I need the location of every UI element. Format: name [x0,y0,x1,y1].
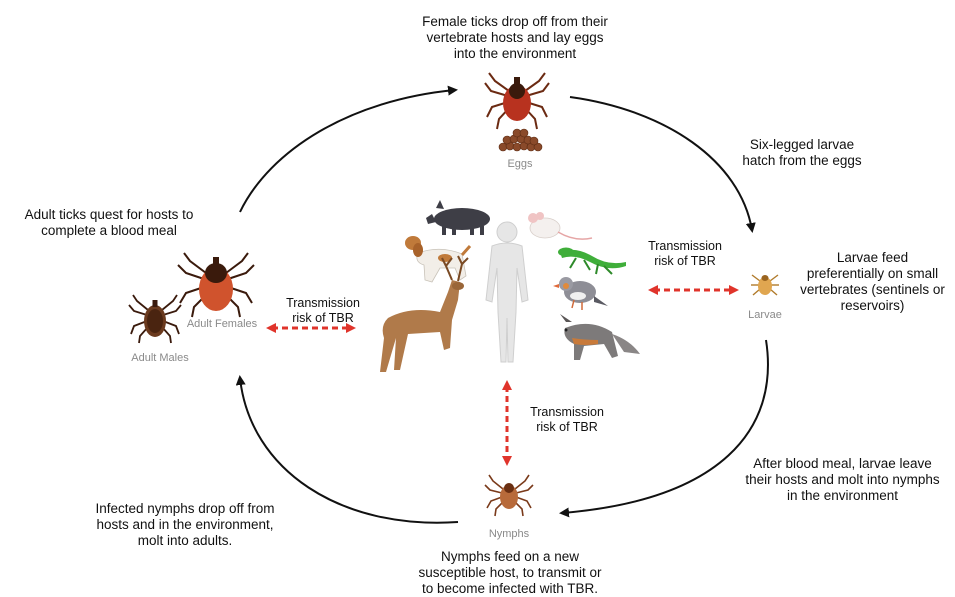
caption-right-mid-line2: preferentially on small [790,266,955,282]
stage-label-nymphs: Nymphs [480,528,538,540]
caption-top-line1: Female ticks drop off from their [390,14,640,30]
caption-right-bottom-line2: their hosts and molt into nymphs [735,472,950,488]
transmission-label-bottom: Transmission risk of TBR [512,405,622,435]
caption-right-bottom: After blood meal, larvae leave their hos… [735,456,950,504]
bird-icon [553,277,608,310]
transmission-left-line1: Transmission [268,296,378,311]
caption-bottom-line3: to become infected with TBR. [395,581,625,597]
pig-icon [426,200,490,235]
caption-bottom: Nymphs feed on a new susceptible host, t… [395,549,625,597]
lizard-icon [558,248,626,275]
fox-icon [560,314,640,360]
caption-left-top-line1: Adult ticks quest for hosts to [4,207,214,223]
human-icon [486,222,528,362]
adult-female-tick-icon [178,253,254,317]
nymph-tick-icon [485,475,533,516]
transmission-left-line2: risk of TBR [268,311,378,326]
transmission-label-right: Transmission risk of TBR [630,239,740,269]
caption-left-bottom-line1: Infected nymphs drop off from [80,501,290,517]
caption-left-bottom-line2: hosts and in the environment, [80,517,290,533]
caption-left-bottom-line3: molt into adults. [80,533,290,549]
caption-right-top: Six-legged larvae hatch from the eggs [722,137,882,169]
adult-male-tick-icon [129,295,181,343]
caption-left-bottom: Infected nymphs drop off from hosts and … [80,501,290,549]
transmission-right-line2: risk of TBR [630,254,740,269]
eggs-icon [499,129,542,151]
stage-label-adult-males: Adult Males [120,352,200,364]
caption-right-bottom-line1: After blood meal, larvae leave [735,456,950,472]
caption-bottom-line2: susceptible host, to transmit or [395,565,625,581]
caption-top-line3: into the environment [390,46,640,62]
caption-right-mid-line4: reservoirs) [790,298,955,314]
mouse-icon [528,212,592,239]
caption-right-bottom-line3: in the environment [735,488,950,504]
caption-bottom-line1: Nymphs feed on a new [395,549,625,565]
stage-label-adult-females: Adult Females [178,318,266,330]
caption-top-line2: vertebrate hosts and lay eggs [390,30,640,46]
caption-right-top-line1: Six-legged larvae [722,137,882,153]
caption-right-mid-line1: Larvae feed [790,250,955,266]
transmission-label-left: Transmission risk of TBR [268,296,378,326]
caption-right-top-line2: hatch from the eggs [722,153,882,169]
caption-left-top-line2: complete a blood meal [4,223,214,239]
female-tick-icon [485,73,549,129]
transmission-right-line1: Transmission [630,239,740,254]
caption-top: Female ticks drop off from their vertebr… [390,14,640,62]
caption-right-mid-line3: vertebrates (sentinels or [790,282,955,298]
deer-icon [380,256,468,372]
transmission-bottom-line1: Transmission [512,405,622,420]
caption-right-mid: Larvae feed preferentially on small vert… [790,250,955,314]
transmission-bottom-line2: risk of TBR [512,420,622,435]
larva-tick-icon [751,275,779,295]
stage-label-larvae: Larvae [740,309,790,321]
stage-label-eggs: Eggs [498,158,542,170]
caption-left-top: Adult ticks quest for hosts to complete … [4,207,214,239]
